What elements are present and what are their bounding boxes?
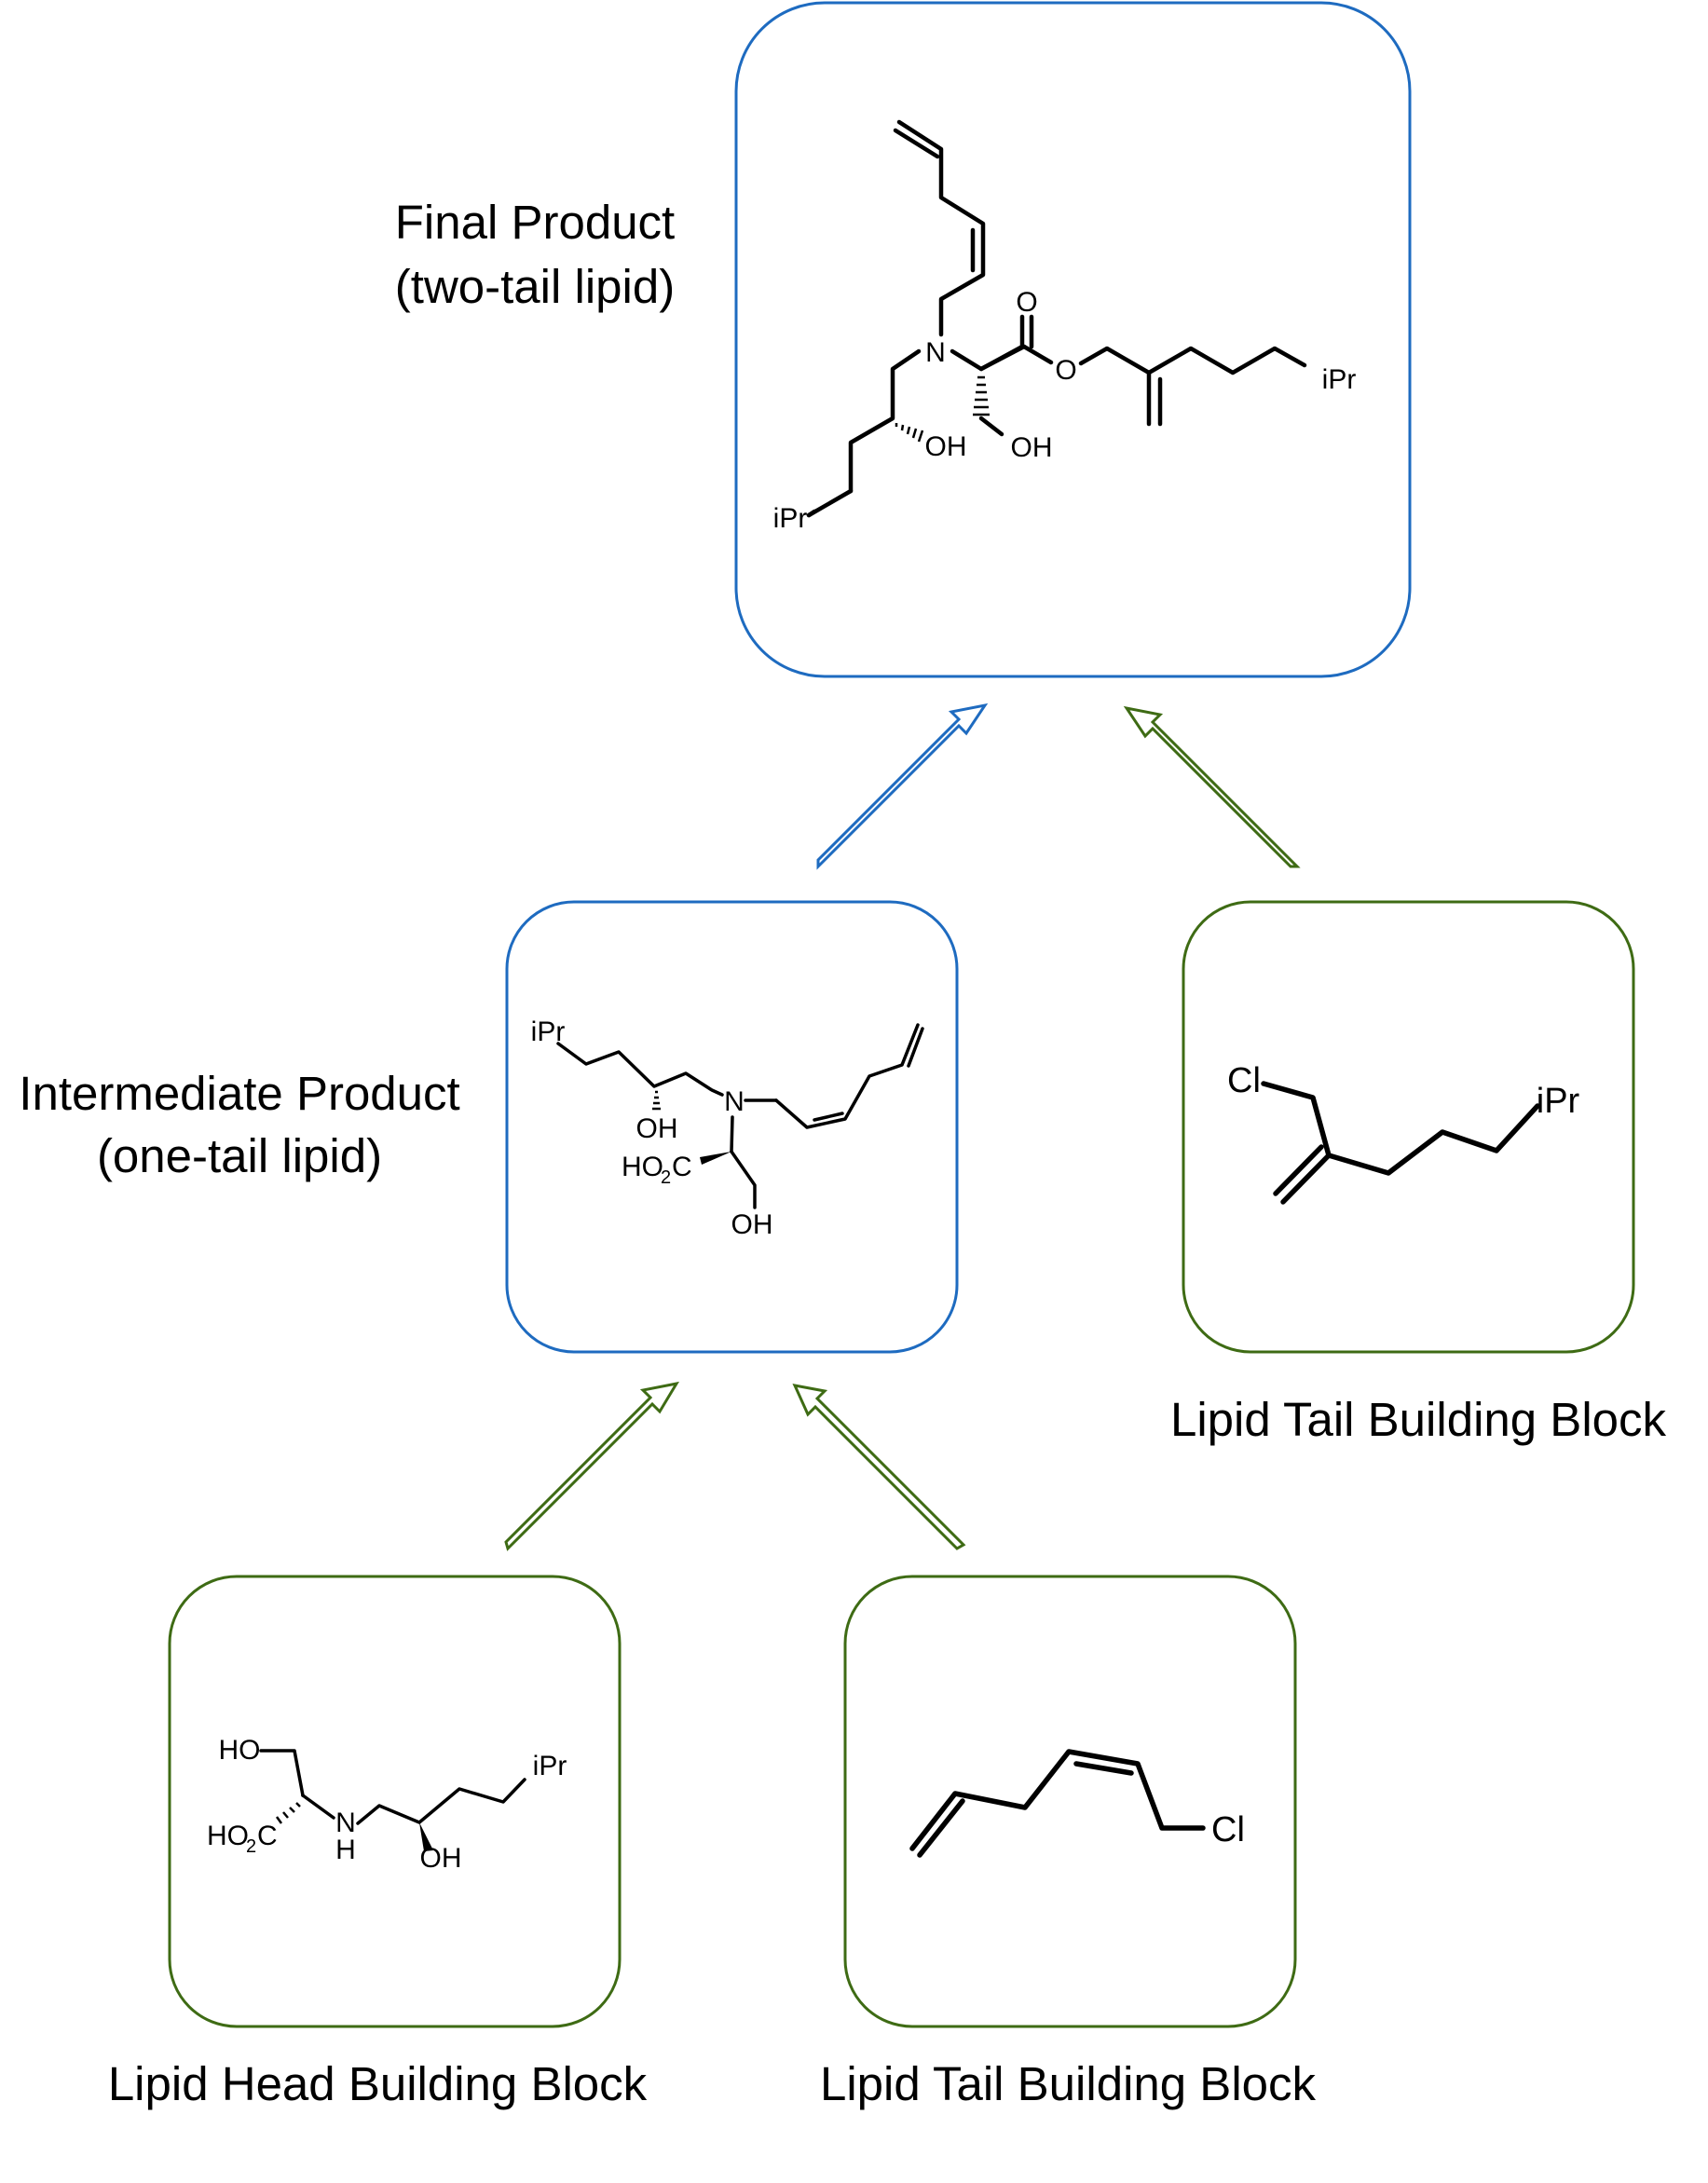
svg-text:2: 2 xyxy=(661,1167,671,1188)
svg-text:2: 2 xyxy=(246,1836,256,1857)
svg-text:HO: HO xyxy=(207,1821,249,1851)
svg-text:O: O xyxy=(1016,287,1037,318)
svg-text:HO: HO xyxy=(622,1152,663,1182)
final-product-box xyxy=(734,1,1412,678)
lipid-head-structure xyxy=(259,1749,526,1851)
lipid-head-box xyxy=(168,1575,622,2028)
intermediate-product-atoms: iPr N OH OH HO 2 C xyxy=(531,1016,773,1240)
svg-text:N: N xyxy=(335,1808,356,1838)
svg-text:N: N xyxy=(925,337,946,368)
svg-text:iPr: iPr xyxy=(773,503,808,534)
svg-text:iPr: iPr xyxy=(533,1751,567,1781)
svg-text:iPr: iPr xyxy=(1537,1082,1580,1121)
intermediate-product-label-line1: Intermediate Product xyxy=(19,1067,459,1120)
final-product-structure xyxy=(806,119,1307,518)
arrow-tail-bottom-to-intermediate xyxy=(792,1383,966,1550)
intermediate-product-box xyxy=(505,900,959,1354)
arrow-head-to-intermediate xyxy=(504,1381,680,1551)
lipid-tail-right-structure xyxy=(1261,1081,1540,1205)
arrow-tail-right-to-final xyxy=(1123,705,1301,868)
svg-text:HO: HO xyxy=(219,1735,261,1766)
intermediate-product-label-line2: (one-tail lipid) xyxy=(97,1129,382,1182)
svg-text:N: N xyxy=(724,1086,745,1117)
svg-text:iPr: iPr xyxy=(531,1016,566,1047)
svg-text:O: O xyxy=(1055,355,1076,386)
lipid-tail-bottom-atoms: Cl xyxy=(1211,1810,1245,1849)
svg-text:OH: OH xyxy=(636,1113,678,1144)
arrow-intermediate-to-final xyxy=(816,703,989,870)
lipid-tail-right-atoms: Cl iPr xyxy=(1227,1061,1580,1121)
svg-text:OH: OH xyxy=(1011,432,1053,463)
svg-text:C: C xyxy=(672,1152,692,1182)
svg-text:iPr: iPr xyxy=(1322,364,1357,395)
lipid-tail-right-label: Lipid Tail Building Block xyxy=(1170,1393,1667,1446)
lipid-head-label: Lipid Head Building Block xyxy=(108,2057,648,2110)
lipid-tail-bottom-box xyxy=(843,1575,1297,2028)
final-product-label-line2: (two-tail lipid) xyxy=(395,260,675,313)
lipid-tail-bottom-label: Lipid Tail Building Block xyxy=(820,2057,1317,2110)
final-product-atoms: N O O OH OH iPr iPr xyxy=(773,287,1357,534)
svg-text:OH: OH xyxy=(731,1209,773,1240)
intermediate-product-structure xyxy=(556,1023,924,1209)
lipid-tail-bottom-structure xyxy=(909,1749,1206,1858)
svg-text:OH: OH xyxy=(925,431,967,462)
final-product-label-line1: Final Product xyxy=(395,196,675,249)
svg-text:Cl: Cl xyxy=(1227,1061,1261,1100)
lipid-head-atoms: HO HO 2 C N H OH iPr xyxy=(207,1735,567,1874)
svg-text:OH: OH xyxy=(420,1843,462,1874)
svg-text:Cl: Cl xyxy=(1211,1810,1245,1849)
svg-text:C: C xyxy=(257,1821,278,1851)
lipid-tail-right-box xyxy=(1182,900,1635,1354)
svg-text:H: H xyxy=(335,1835,356,1865)
